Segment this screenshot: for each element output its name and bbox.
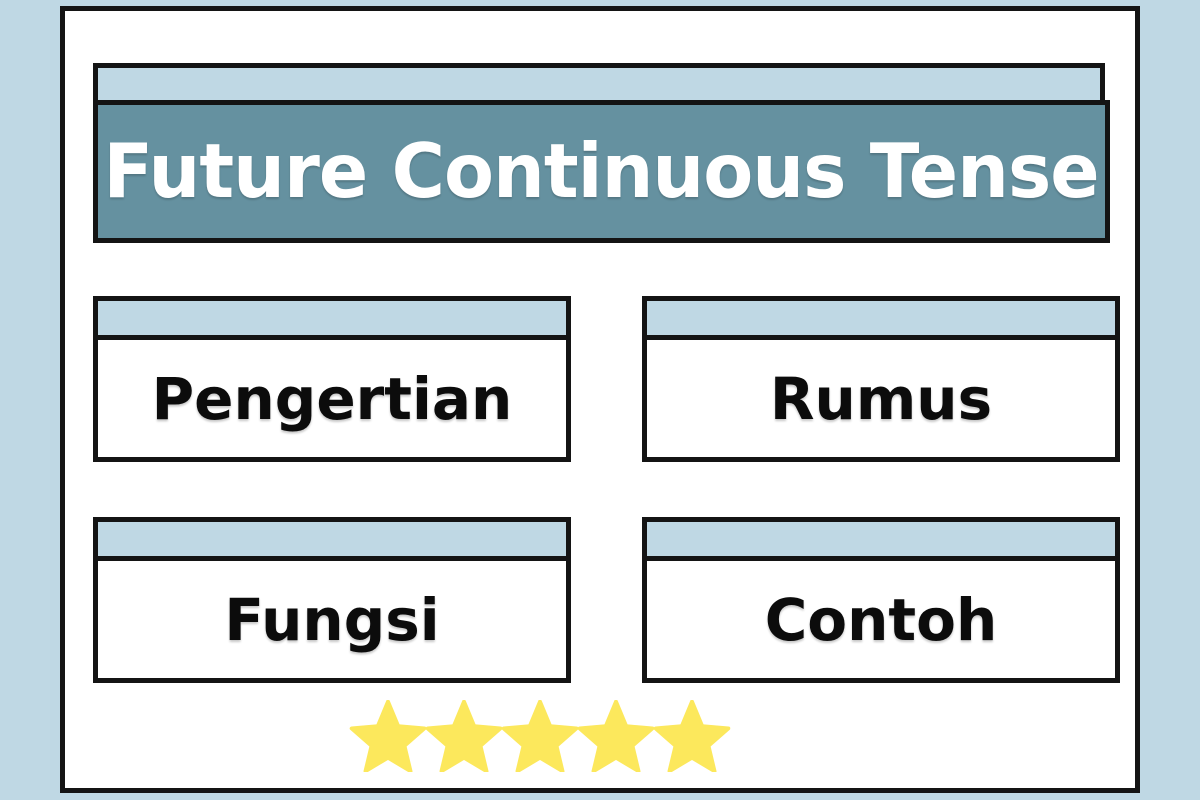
title-banner-body: Future Continuous Tense xyxy=(93,100,1110,243)
card-contoh[interactable]: Contoh xyxy=(642,517,1120,683)
card-label: Pengertian xyxy=(151,364,513,433)
star-icon xyxy=(577,699,655,772)
card-label: Fungsi xyxy=(224,585,440,654)
star-icon xyxy=(349,699,427,772)
card-accent-strip xyxy=(642,517,1120,561)
title-banner: Future Continuous Tense xyxy=(93,63,1110,243)
card-body: Rumus xyxy=(642,335,1120,462)
card-body: Contoh xyxy=(642,556,1120,683)
card-label: Rumus xyxy=(769,364,993,433)
card-grid: Pengertian Rumus Fungsi Contoh xyxy=(93,296,1120,683)
star-rating xyxy=(320,698,760,773)
star-icon xyxy=(653,699,731,772)
star-icon xyxy=(501,699,579,772)
poster-frame: Future Continuous Tense Pengertian Rumus… xyxy=(60,6,1140,793)
card-body: Fungsi xyxy=(93,556,571,683)
card-accent-strip xyxy=(642,296,1120,340)
card-pengertian[interactable]: Pengertian xyxy=(93,296,571,462)
card-rumus[interactable]: Rumus xyxy=(642,296,1120,462)
page-title: Future Continuous Tense xyxy=(103,127,1100,215)
card-label: Contoh xyxy=(764,585,998,654)
title-accent-strip xyxy=(93,63,1105,105)
card-accent-strip xyxy=(93,517,571,561)
card-fungsi[interactable]: Fungsi xyxy=(93,517,571,683)
card-body: Pengertian xyxy=(93,335,571,462)
card-accent-strip xyxy=(93,296,571,340)
star-icon xyxy=(425,699,503,772)
